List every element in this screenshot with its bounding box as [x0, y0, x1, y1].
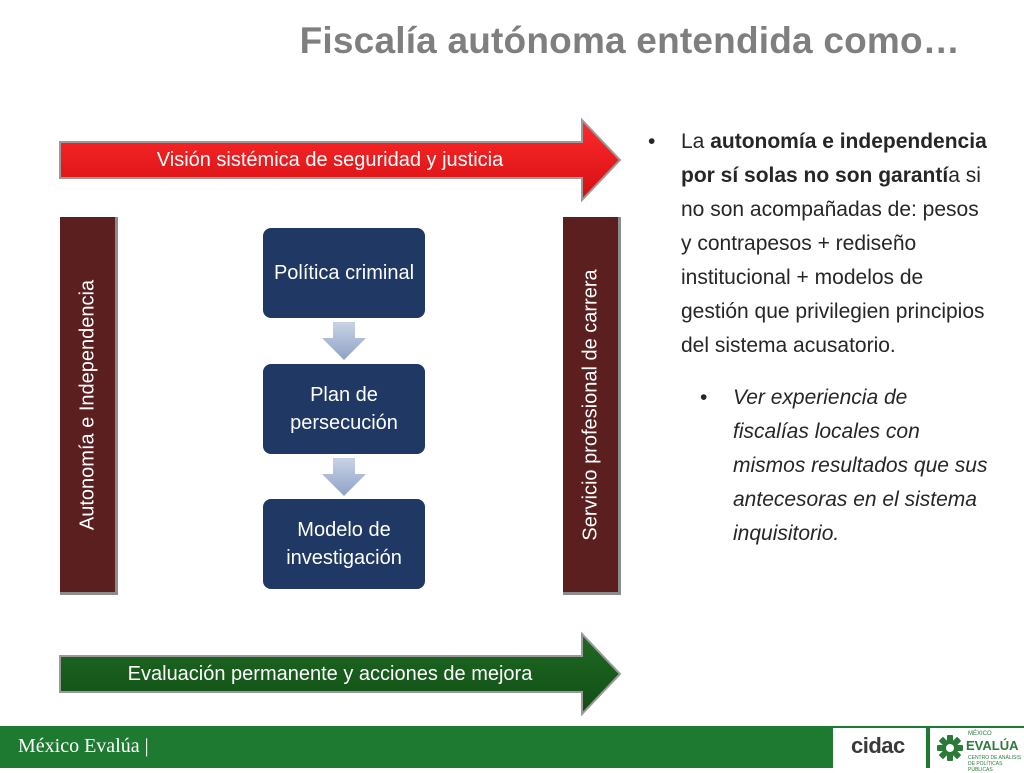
- footer-text: México Evalúa |: [18, 735, 149, 757]
- bullet-dot-icon: •: [700, 386, 708, 409]
- top-arrow: [59, 118, 622, 202]
- bottom-arrow-label: Evaluación permanente y acciones de mejo…: [127, 662, 533, 685]
- bullet-main-post: a si no son acompañadas de: pesos y cont…: [681, 164, 985, 357]
- mexico-evalua-logo-top: MÉXICO: [968, 731, 992, 737]
- flow-box-politica: Política criminal: [263, 228, 425, 318]
- bottom-arrow: [59, 632, 622, 716]
- bullet-main-bold: autonomía e independencia por sí solas n…: [681, 130, 987, 187]
- slide-title: Fiscalía autónoma entendida como…: [299, 20, 960, 61]
- flow-box-plan: Plan de persecución: [263, 364, 425, 454]
- bullet-main: • La autonomía e independencia por sí sol…: [648, 125, 988, 363]
- bullet-sub-text: Ver experiencia de fiscalías locales con…: [733, 386, 988, 545]
- mexico-evalua-logo-main: EVALÚA: [966, 738, 1019, 753]
- bullet-list: • La autonomía e independencia por sí sol…: [648, 125, 988, 551]
- cidac-logo-text: cidac: [851, 733, 905, 758]
- mexico-evalua-logo-sub: CENTRO DE ANÁLISIS DE POLÍTICAS PÚBLICAS: [968, 755, 1022, 773]
- right-vertical-label: Servicio profesional de carrera: [579, 268, 601, 541]
- down-arrow-1: [322, 322, 366, 360]
- mexico-evalua-logo: MÉXICO EVALÚA CENTRO DE ANÁLISIS DE POLÍ…: [930, 728, 1024, 773]
- top-arrow-label: Visión sistémica de seguridad y justicia: [156, 148, 504, 171]
- left-vertical-bar: Autonomía e Independencia: [60, 217, 118, 595]
- right-vertical-bar: Servicio profesional de carrera: [563, 217, 621, 595]
- flow-box-modelo: Modelo de investigación: [263, 499, 425, 589]
- left-vertical-label: Autonomía e Independencia: [76, 279, 98, 530]
- down-arrow-2: [322, 458, 366, 496]
- mexico-evalua-star-icon: [937, 735, 963, 761]
- bullet-dot-icon: •: [648, 130, 656, 153]
- bullet-sub: • Ver experiencia de fiscalías locales co…: [700, 381, 988, 551]
- bullet-main-pre: La: [681, 130, 711, 153]
- cidac-logo: cidac: [833, 728, 926, 768]
